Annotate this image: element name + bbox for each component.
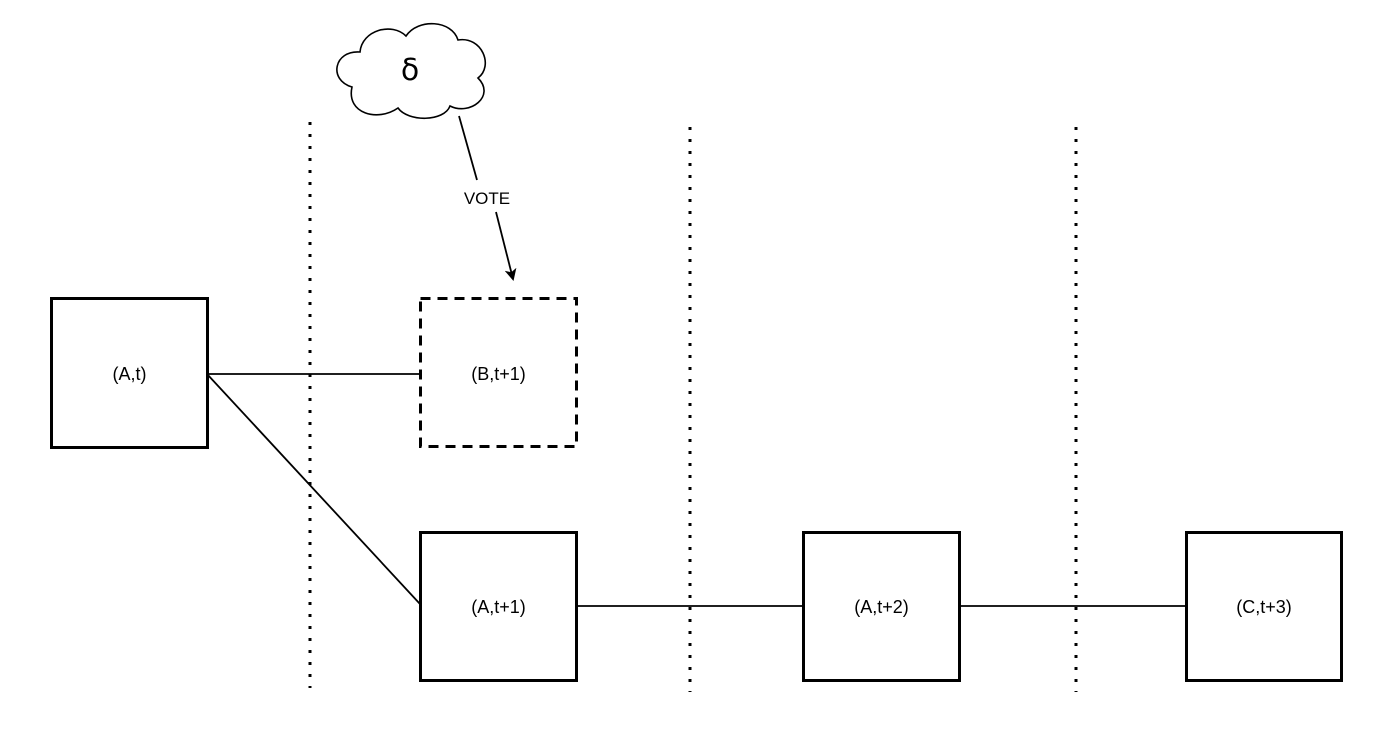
edge-a-t-to-a-t1	[206, 373, 421, 605]
vote-arrow	[458, 115, 517, 281]
node-a-t-label: (A,t)	[113, 364, 147, 384]
node-b-t1-label: (B,t+1)	[471, 364, 526, 384]
vote-label: VOTE	[464, 189, 510, 208]
node-a-t2-label: (A,t+2)	[854, 597, 909, 617]
node-a-t1-label: (A,t+1)	[471, 597, 526, 617]
cloud-label: δ	[401, 53, 419, 88]
node-a-t: (A,t)	[50, 297, 209, 449]
cloud-icon	[336, 22, 487, 119]
node-c-t3-label: (C,t+3)	[1236, 597, 1292, 617]
node-b-t1: (B,t+1)	[419, 297, 578, 448]
node-a-t1: (A,t+1)	[419, 531, 578, 682]
delta-cloud: δ	[336, 22, 487, 119]
node-c-t3: (C,t+3)	[1185, 531, 1343, 682]
node-a-t2: (A,t+2)	[802, 531, 961, 682]
